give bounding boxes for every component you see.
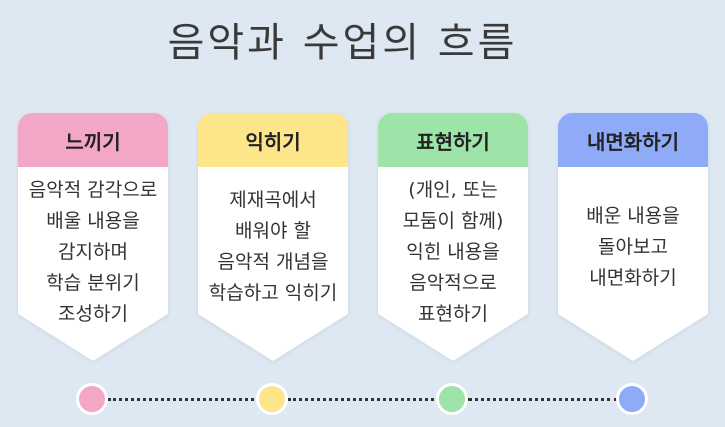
timeline-connector [468, 398, 618, 401]
stage-header-3: 표현하기 [378, 113, 528, 167]
timeline-connector [288, 398, 440, 401]
stage-description-4: 배운 내용을 돌아보고 내면화하기 [558, 201, 708, 294]
description-line: 음악적 감각으로 [28, 179, 158, 201]
stage-header-1: 느끼기 [18, 113, 168, 167]
timeline-dot-2 [256, 383, 288, 415]
description-line: 음악적 개념을 [217, 251, 329, 273]
timeline-dot-4 [616, 383, 648, 415]
description-line: 배워야 할 [235, 220, 311, 242]
description-line: 표현하기 [418, 303, 488, 325]
description-line: 모둠이 함께) [402, 210, 504, 232]
description-line: 감지하며 [58, 241, 128, 263]
stage-card-4: 내면화하기 배운 내용을 돌아보고 내면화하기 [558, 113, 708, 361]
description-line: 배울 내용을 [46, 210, 140, 232]
description-line: 배운 내용을 [586, 205, 680, 227]
timeline-dot-1 [76, 383, 108, 415]
description-line: 돌아보고 [598, 236, 668, 258]
stage-card-1: 느끼기 음악적 감각으로 배울 내용을 감지하며 학습 분위기 조성하기 [18, 113, 168, 361]
description-line: 제재곡에서 [229, 189, 317, 211]
stage-header-2: 익히기 [198, 113, 348, 167]
description-line: 익힌 내용을 [406, 241, 500, 263]
stage-header-4: 내면화하기 [558, 113, 708, 167]
stage-description-2: 제재곡에서 배워야 할 음악적 개념을 학습하고 익히기 [198, 185, 348, 309]
description-line: 조성하기 [58, 303, 128, 325]
timeline-dot-3 [436, 383, 468, 415]
description-line: (개인, 또는 [408, 179, 498, 201]
page-title: 음악과 수업의 흐름 [167, 20, 518, 66]
stage-description-3: (개인, 또는 모둠이 함께) 익힌 내용을 음악적으로 표현하기 [378, 175, 528, 330]
description-line: 음악적으로 [409, 272, 497, 294]
description-line: 학습 분위기 [46, 272, 140, 294]
description-line: 내면화하기 [589, 267, 677, 289]
timeline-connector [108, 398, 260, 401]
description-line: 학습하고 익히기 [208, 282, 338, 304]
stage-description-1: 음악적 감각으로 배울 내용을 감지하며 학습 분위기 조성하기 [18, 175, 168, 330]
stage-card-2: 익히기 제재곡에서 배워야 할 음악적 개념을 학습하고 익히기 [198, 113, 348, 361]
stage-card-3: 표현하기 (개인, 또는 모둠이 함께) 익힌 내용을 음악적으로 표현하기 [378, 113, 528, 361]
